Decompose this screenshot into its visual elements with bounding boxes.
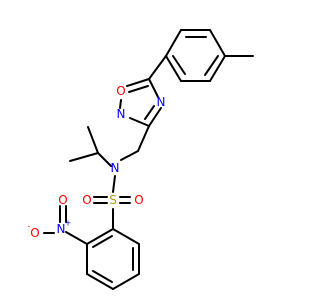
nitro-o-minus-atom: O (30, 226, 39, 240)
oxadiazole-o-atom: O (116, 84, 125, 98)
nitro-n-charge: + (65, 219, 72, 228)
sulfur-atom: S (109, 193, 117, 207)
tolyl-oxadiazole-bond (148, 55, 167, 80)
aryl-nitro-bond (65, 231, 88, 245)
oxadiazole-ring (119, 78, 162, 127)
sulfonyl-o-right-atom: O (134, 193, 143, 207)
tolyl-ring (165, 29, 226, 82)
molecule-structure: O N N N S O O N + O - O (28, 29, 254, 290)
sulfonyl-o-left-atom: O (82, 193, 91, 207)
ch2-bond-n (120, 150, 139, 161)
nitro-n-atom: N (57, 222, 66, 236)
n-s-bond (112, 175, 116, 193)
ch2-bond-ring (137, 125, 150, 152)
nitro-o-minus-charge: - (28, 222, 31, 231)
nitro-o-atom: O (58, 193, 67, 207)
oxadiazole-n4-atom: N (117, 107, 126, 121)
sulfonyl-double-bonds (93, 196, 131, 204)
isopropyl-group (69, 126, 112, 167)
nitrophenyl-ring (86, 228, 140, 290)
oxadiazole-n2-atom: N (157, 95, 166, 109)
sulfonamide-n-atom: N (111, 161, 120, 175)
